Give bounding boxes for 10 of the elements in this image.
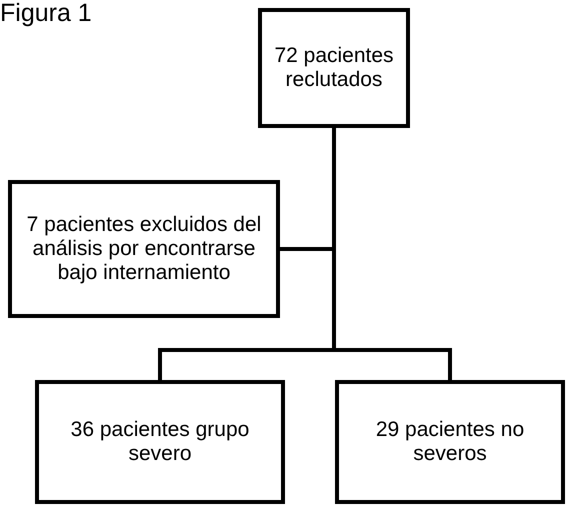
figure-title: Figura 1 xyxy=(0,0,92,28)
process-box xyxy=(8,180,280,318)
box-text: 7 pacientes excluidos del análisis por encontrarse bajo internamiento xyxy=(26,212,262,286)
process-box xyxy=(335,380,565,504)
process-box xyxy=(258,8,410,128)
box-text: 72 pacientes reclutados xyxy=(273,44,395,92)
connector-line xyxy=(332,128,452,380)
box-text: 36 pacientes grupo severo xyxy=(70,418,250,466)
process-box xyxy=(35,380,285,504)
box-text: 29 pacientes no severos xyxy=(374,418,526,466)
